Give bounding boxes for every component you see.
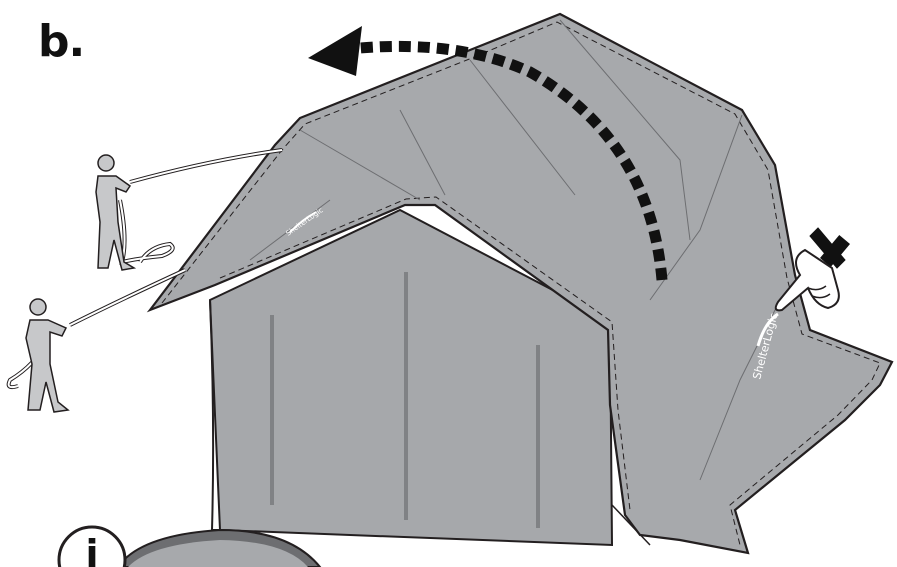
person-pulling-rope-icon: [96, 155, 134, 270]
svg-text:i: i: [85, 532, 98, 567]
person-pulling-rope-icon: [26, 299, 68, 412]
